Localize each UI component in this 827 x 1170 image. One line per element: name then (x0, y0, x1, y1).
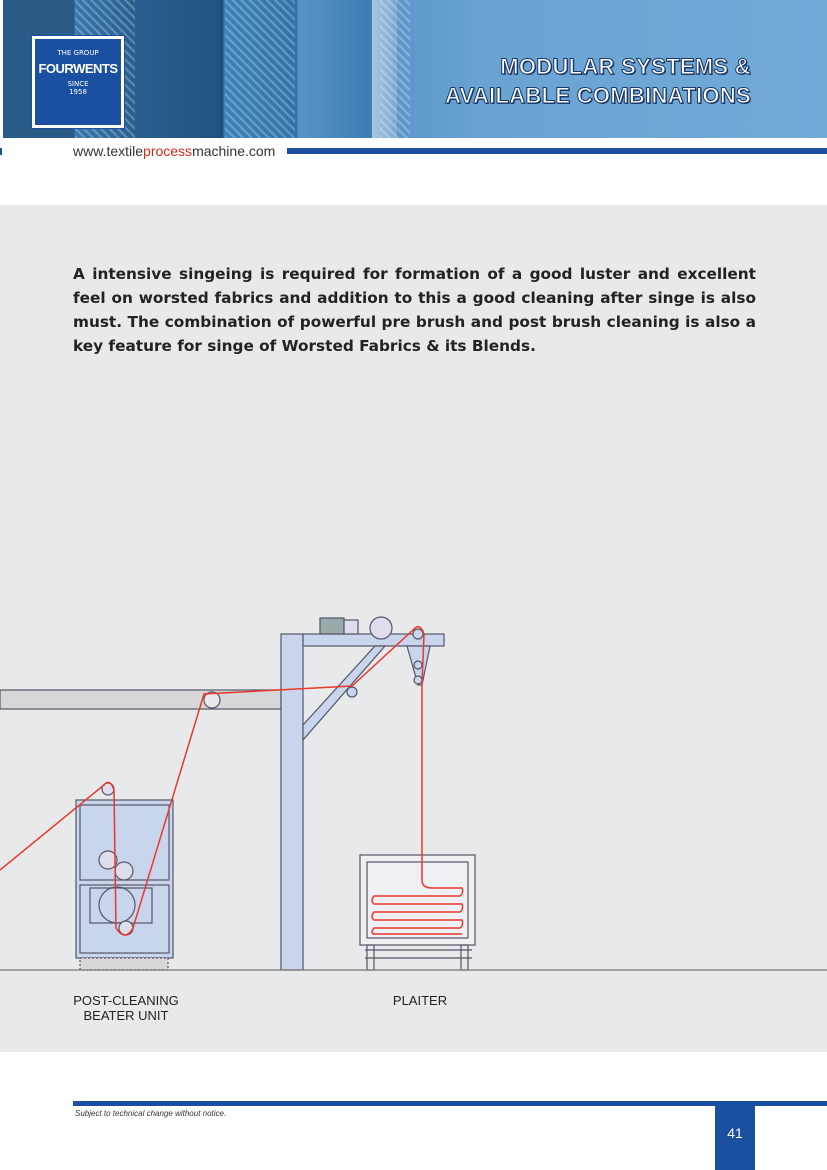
guide-roller (203, 691, 221, 709)
logo-year: 1958 (69, 88, 87, 96)
drive-pulley (369, 616, 393, 640)
logo-top: THE GROUP (57, 49, 99, 57)
title-line-1: MODULAR SYSTEMS & (500, 54, 751, 80)
url-prefix: www.textile (73, 143, 144, 159)
company-logo: THE GROUP FOURWENTS SINCE 1958 (31, 35, 125, 129)
logo-since: SINCE (67, 80, 89, 88)
beater-unit-label: POST-CLEANING BEATER UNIT (70, 993, 182, 1023)
divider-tick (0, 148, 2, 155)
intro-paragraph: A intensive singeing is required for for… (73, 265, 756, 355)
url-highlight: process (143, 143, 193, 159)
plaiter-cart (359, 854, 476, 946)
website-link[interactable]: www.textileprocessmachine.com (73, 143, 275, 159)
plaiter-label: PLAITER (392, 993, 448, 1008)
beater-label-line-1: POST-CLEANING (73, 993, 179, 1008)
disclaimer: Subject to technical change without noti… (75, 1109, 227, 1118)
machine-diagram (0, 616, 827, 971)
support-column (280, 633, 304, 971)
beater-base (79, 957, 169, 971)
logo-brand: FOURWENTS (38, 61, 118, 76)
header-banner (0, 0, 827, 138)
diagonal-brace (302, 645, 387, 742)
beater-label-line-2: BEATER UNIT (83, 1008, 169, 1023)
url-suffix: machine.com (192, 143, 276, 159)
page-number: 41 (715, 1103, 755, 1170)
header-rule (287, 148, 827, 154)
title-line-2: AVAILABLE COMBINATIONS (444, 83, 751, 109)
footer-rule (73, 1101, 827, 1106)
page-title: MODULAR SYSTEMS & AVAILABLE COMBINATIONS (444, 52, 751, 110)
left-edge (0, 0, 3, 138)
fabric-path (0, 626, 464, 936)
motor (319, 617, 345, 635)
